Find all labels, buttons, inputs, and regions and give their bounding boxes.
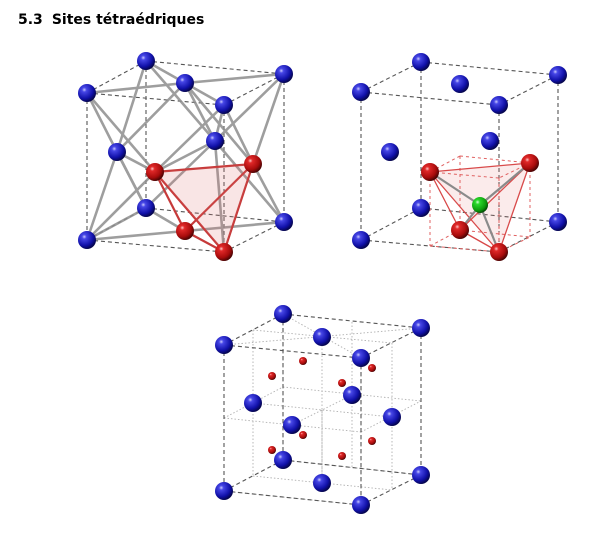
tetrahedron-face: [155, 164, 253, 252]
tetrahedral-void-figure: [352, 53, 567, 261]
fcc-with-bonds-figure: [78, 52, 293, 261]
all-tetrahedral-sites-figure: [215, 305, 430, 514]
section-heading: 5.3 Sites tétraédriques: [18, 12, 204, 28]
tetrahedral-site-atoms: [268, 357, 376, 460]
lattice-atoms: [352, 53, 567, 249]
section-number: 5.3: [18, 12, 43, 28]
cube-edges: [223, 313, 422, 506]
lattice-atoms: [78, 52, 293, 249]
section-title: Sites tétraédriques: [51, 12, 205, 28]
tetrahedral-site-atom: [472, 197, 488, 213]
lattice-atoms: [215, 305, 430, 514]
tetrahedron-atoms: [421, 154, 539, 261]
tetrahedron-atoms: [146, 155, 262, 261]
